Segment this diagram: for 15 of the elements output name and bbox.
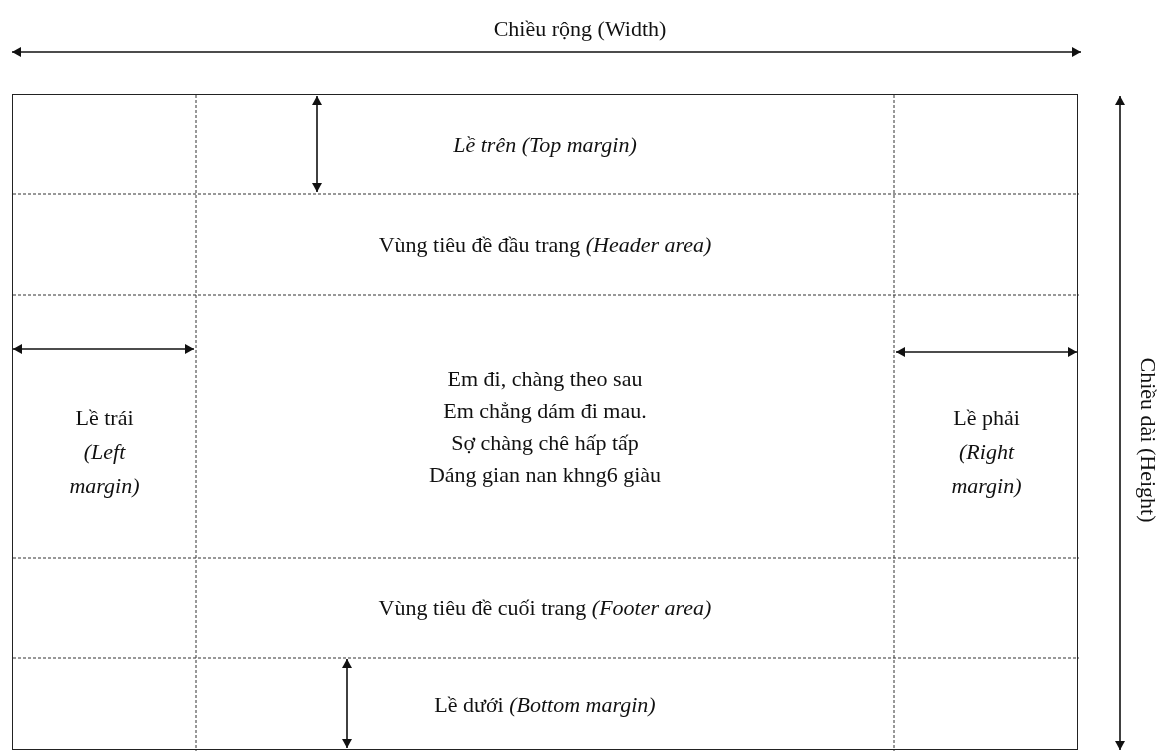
region-label: (Right margin): [950, 437, 1023, 500]
dimension-label: Chiều dài (Height): [1135, 357, 1161, 523]
poem-line: Em chẳng dám đi mau.: [443, 396, 647, 425]
region-label: (Left margin): [68, 437, 141, 500]
dimension-label: Chiều rộng (Width): [493, 16, 667, 42]
region-label: Lề trái: [75, 403, 134, 432]
region-label: Vùng tiêu đề cuối trang (Footer area): [378, 594, 712, 622]
region-label: Lề trên (Top margin): [453, 130, 637, 159]
region-label: Lề dưới (Bottom margin): [434, 690, 656, 719]
page-frame: [12, 94, 1078, 750]
poem-line: Em đi, chàng theo sau: [447, 364, 643, 393]
poem-line: Dáng gian nan khng6 giàu: [428, 460, 662, 489]
poem-line: Sợ chàng chê hấp tấp: [451, 428, 639, 457]
region-label: Vùng tiêu đề đầu trang (Header area): [378, 230, 712, 259]
region-label: Lề phải: [953, 403, 1020, 432]
